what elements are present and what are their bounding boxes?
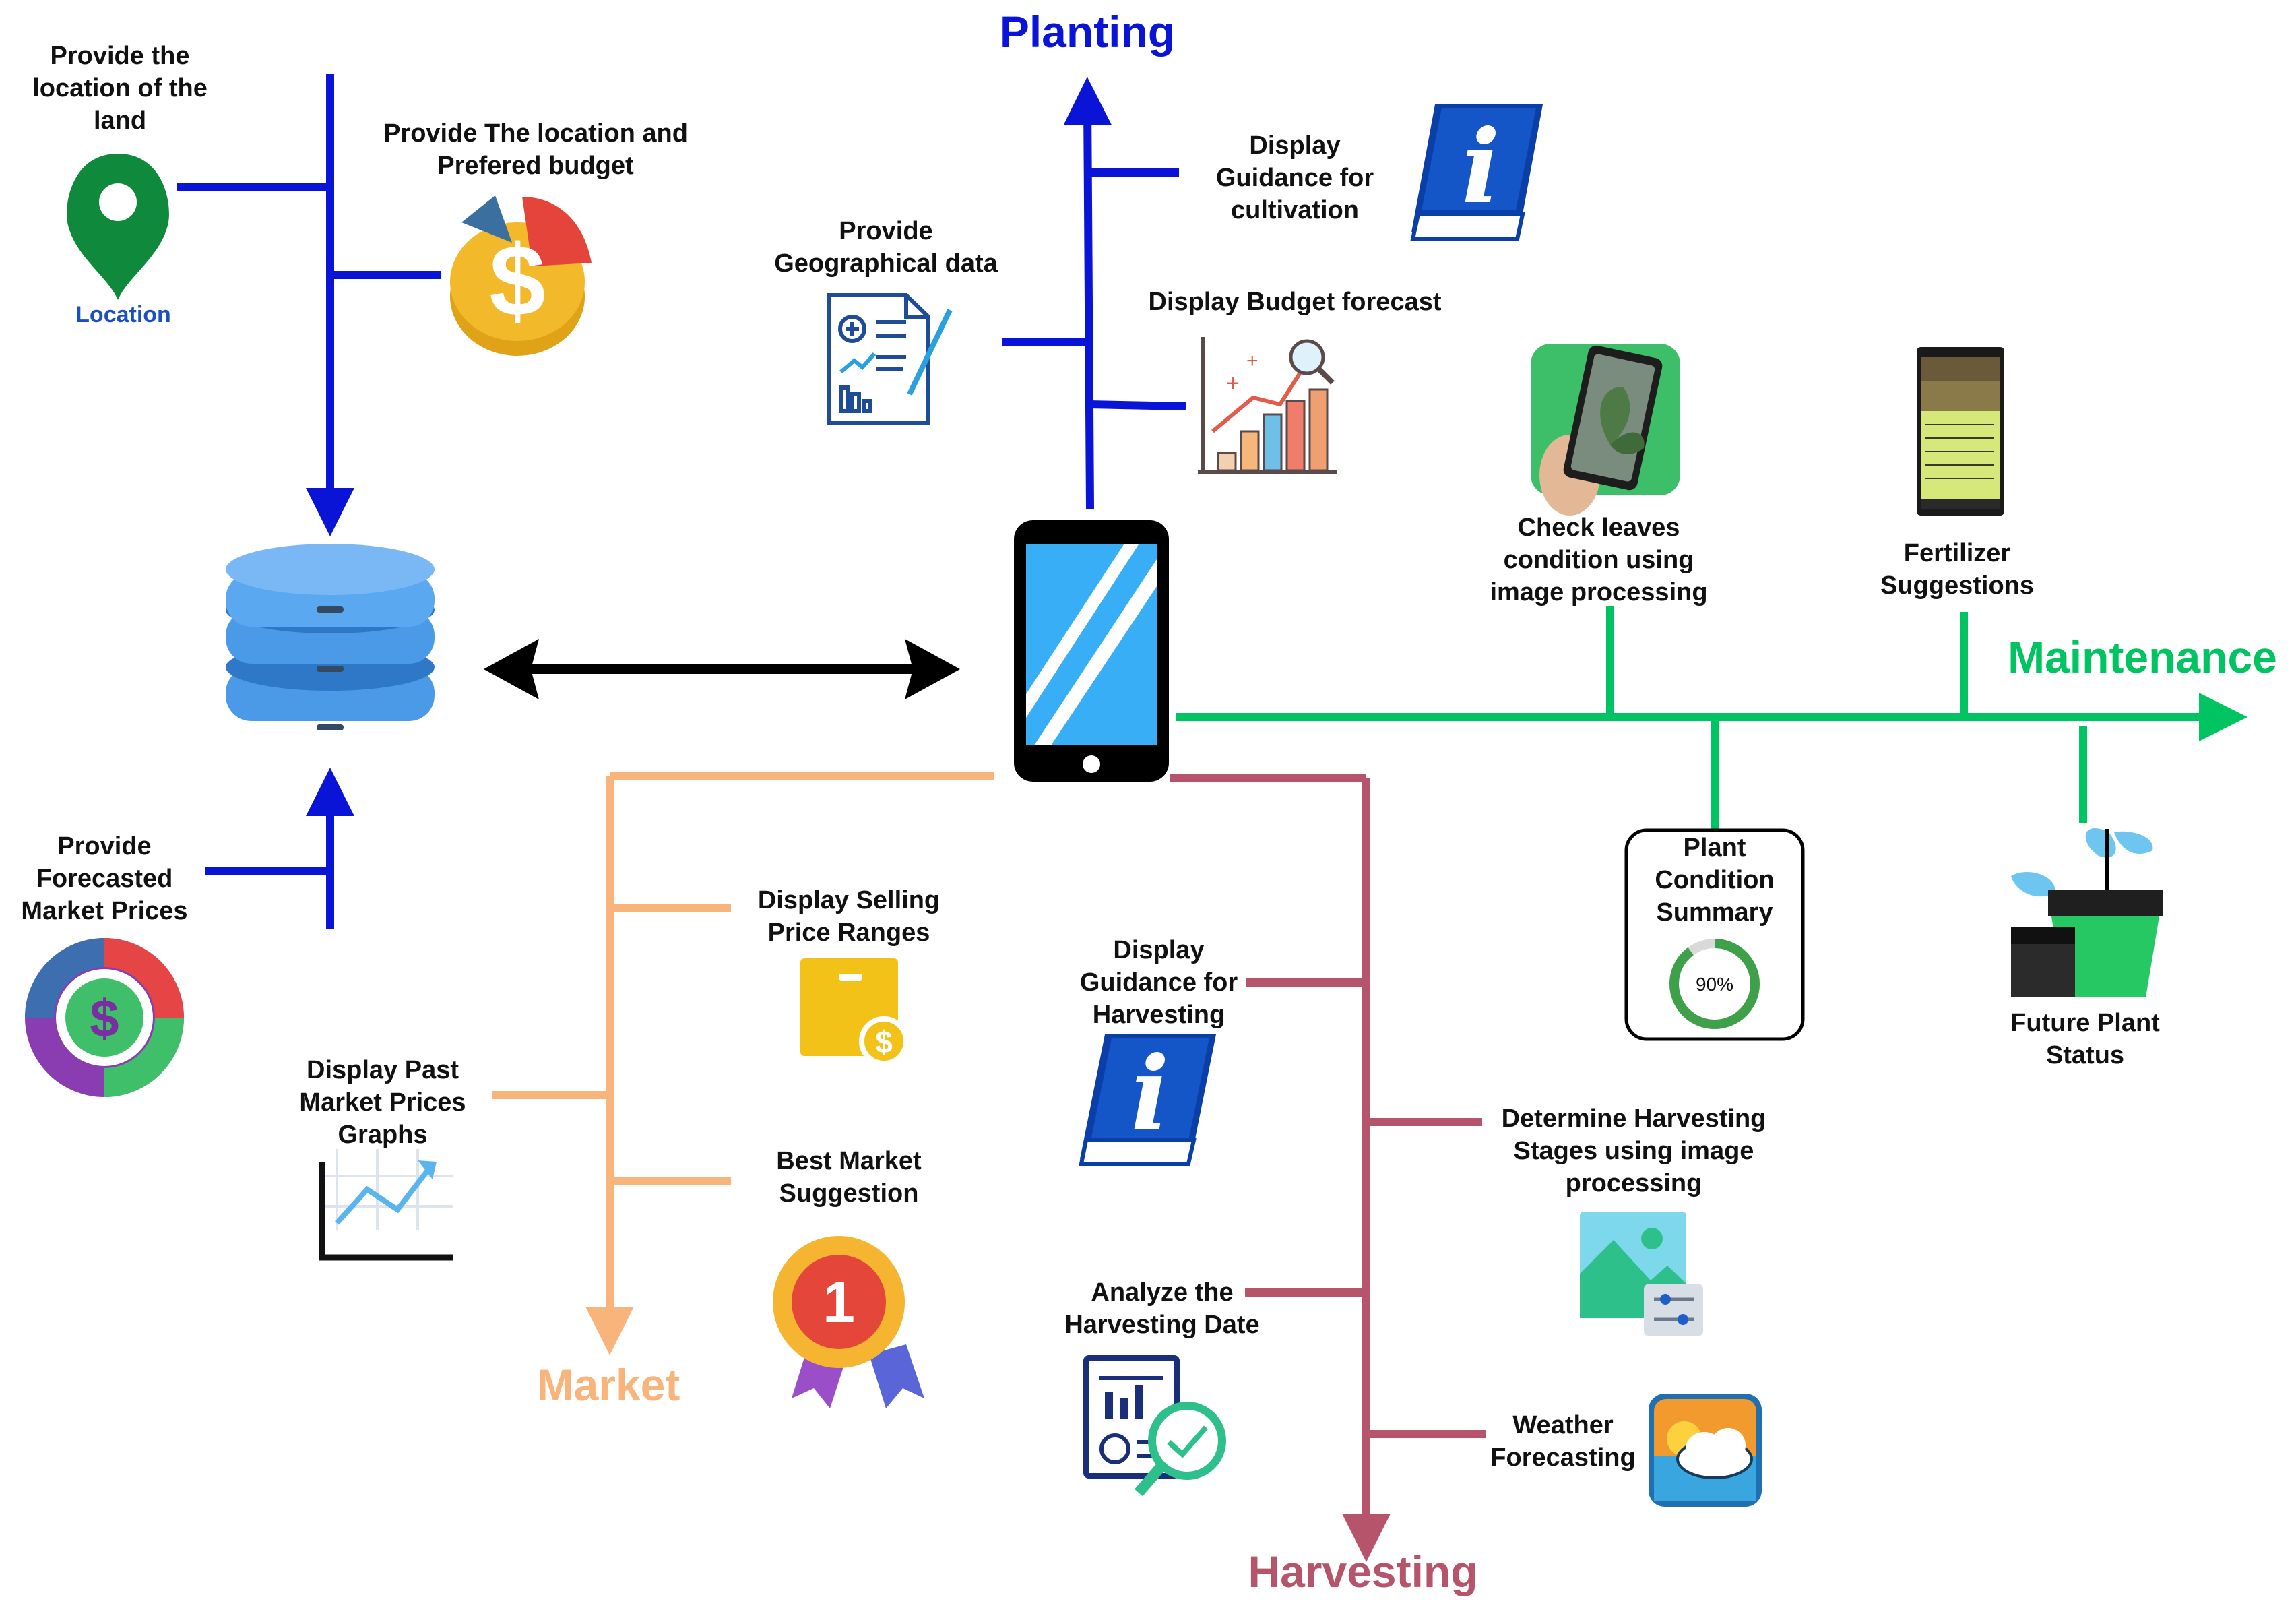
svg-text:Future Plant: Future Plant — [2010, 1009, 2160, 1037]
label-future-plant: Future Plant Status — [2010, 1009, 2160, 1069]
label-selling-price: Display Selling Price Ranges — [758, 886, 940, 947]
svg-text:Guidance for: Guidance for — [1080, 968, 1238, 997]
label-plant-condition: Plant Condition Summary — [1655, 834, 1774, 927]
svg-text:$: $ — [489, 224, 545, 337]
svg-text:Forecasted: Forecasted — [36, 865, 173, 893]
location-pin-icon — [67, 154, 169, 300]
category-maintenance: Maintenance — [2008, 632, 2277, 682]
svg-text:Weather: Weather — [1512, 1411, 1613, 1439]
svg-text:Plant: Plant — [1684, 834, 1746, 862]
label-provide-location-land: Provide the location of the land — [32, 42, 208, 135]
svg-text:Suggestions: Suggestions — [1880, 571, 2034, 600]
leaf-scan-icon — [1531, 344, 1680, 516]
svg-text:+: + — [1226, 371, 1240, 396]
svg-text:cultivation: cultivation — [1231, 196, 1359, 224]
planting-connectors — [1002, 77, 1186, 509]
svg-text:condition using: condition using — [1504, 546, 1694, 574]
svg-text:Suggestion: Suggestion — [779, 1179, 919, 1208]
label-weather: Weather Forecasting — [1490, 1411, 1635, 1472]
svg-text:i: i — [1131, 1034, 1170, 1153]
info-book-icon: i — [1410, 104, 1543, 241]
svg-text:Fertilizer: Fertilizer — [1904, 539, 2011, 567]
category-planting: Planting — [1000, 7, 1175, 57]
maintenance-connectors — [1176, 606, 2247, 830]
sync-double-arrow — [484, 639, 960, 699]
svg-text:Display: Display — [1249, 131, 1340, 160]
info-book-icon: i — [1079, 1034, 1216, 1166]
weather-icon — [1649, 1394, 1762, 1507]
svg-text:Prefered budget: Prefered budget — [437, 152, 634, 180]
svg-text:Market Prices: Market Prices — [299, 1088, 466, 1117]
svg-text:land: land — [94, 106, 146, 135]
svg-text:Market Prices: Market Prices — [21, 897, 187, 925]
plant-condition-percent: 90% — [1696, 974, 1733, 995]
svg-text:Graphs: Graphs — [338, 1121, 427, 1149]
category-market: Market — [537, 1360, 680, 1410]
svg-text:Check leaves: Check leaves — [1518, 514, 1680, 542]
medal-icon: 1 — [773, 1236, 924, 1408]
svg-text:location of the: location of the — [32, 74, 208, 102]
svg-text:Condition: Condition — [1655, 866, 1774, 894]
svg-text:Determine Harvesting: Determine Harvesting — [1502, 1104, 1766, 1133]
harvesting-connectors — [1170, 774, 1486, 1562]
smartphone-icon[interactable] — [1014, 520, 1169, 782]
category-harvesting: Harvesting — [1248, 1547, 1477, 1596]
svg-text:image processing: image processing — [1490, 578, 1707, 606]
document-chart-icon — [827, 293, 953, 425]
svg-text:Provide The location and: Provide The location and — [383, 119, 688, 148]
svg-text:+: + — [1246, 350, 1258, 372]
label-budget-forecast: Display Budget forecast — [1149, 288, 1442, 316]
label-provide-forecasted-prices: Provide Forecasted Market Prices — [21, 832, 187, 925]
price-box-icon: $ — [800, 958, 909, 1066]
plant-condition-card — [1624, 828, 1805, 1041]
svg-text:Summary: Summary — [1656, 898, 1773, 927]
svg-text:Display Past: Display Past — [307, 1056, 459, 1084]
label-analyze-harvesting-date: Analyze the Harvesting Date — [1064, 1278, 1259, 1339]
growth-chart-icon: + + — [1198, 337, 1337, 474]
svg-text:Analyze the: Analyze the — [1091, 1278, 1233, 1307]
plant-pot-icon — [2011, 828, 2163, 997]
svg-text:Provide: Provide — [57, 832, 151, 861]
svg-text:Forecasting: Forecasting — [1490, 1443, 1635, 1472]
label-past-prices: Display Past Market Prices Graphs — [299, 1056, 466, 1149]
market-connectors — [492, 772, 994, 1355]
phone-screenshot-icon — [1917, 347, 2004, 516]
svg-text:Provide the: Provide the — [51, 42, 190, 70]
svg-text:Harvesting: Harvesting — [1093, 1001, 1225, 1029]
svg-text:$: $ — [90, 989, 119, 1048]
line-chart-icon — [319, 1149, 453, 1261]
medal-number: 1 — [823, 1270, 855, 1335]
label-guidance-harvesting: Display Guidance for Harvesting — [1080, 936, 1238, 1029]
svg-text:Display: Display — [1113, 936, 1204, 964]
svg-text:Best Market: Best Market — [776, 1147, 922, 1175]
location-pin-caption: Location — [75, 302, 171, 328]
svg-text:Guidance for: Guidance for — [1216, 164, 1374, 192]
label-determine-harvesting: Determine Harvesting Stages using image … — [1502, 1104, 1766, 1197]
svg-text:Display Selling: Display Selling — [758, 886, 940, 914]
label-provide-location-budget: Provide The location and Prefered budget — [383, 119, 688, 180]
image-settings-icon — [1580, 1212, 1703, 1336]
svg-text:i: i — [1462, 108, 1500, 226]
label-guidance-cultivation: Display Guidance for cultivation — [1216, 131, 1374, 224]
svg-text:Harvesting Date: Harvesting Date — [1064, 1311, 1259, 1339]
dollar-pie-icon: $ — [450, 195, 592, 356]
svg-text:Stages using image: Stages using image — [1514, 1137, 1754, 1165]
label-best-market: Best Market Suggestion — [776, 1147, 922, 1208]
svg-text:Status: Status — [2046, 1041, 2124, 1069]
label-check-leaves: Check leaves condition using image proce… — [1490, 514, 1707, 606]
dollar-circle-icon: $ — [25, 938, 184, 1097]
svg-text:processing: processing — [1566, 1169, 1702, 1197]
label-fertilizer: Fertilizer Suggestions — [1880, 539, 2034, 600]
label-provide-geo-data: Provide Geographical data — [774, 217, 998, 278]
svg-text:Geographical data: Geographical data — [774, 249, 998, 278]
svg-text:$: $ — [875, 1024, 893, 1059]
database-icon — [226, 544, 435, 730]
svg-text:Provide: Provide — [839, 217, 932, 245]
report-analysis-icon — [1083, 1355, 1226, 1497]
input-connectors — [177, 74, 441, 929]
svg-text:Price Ranges: Price Ranges — [768, 919, 930, 947]
